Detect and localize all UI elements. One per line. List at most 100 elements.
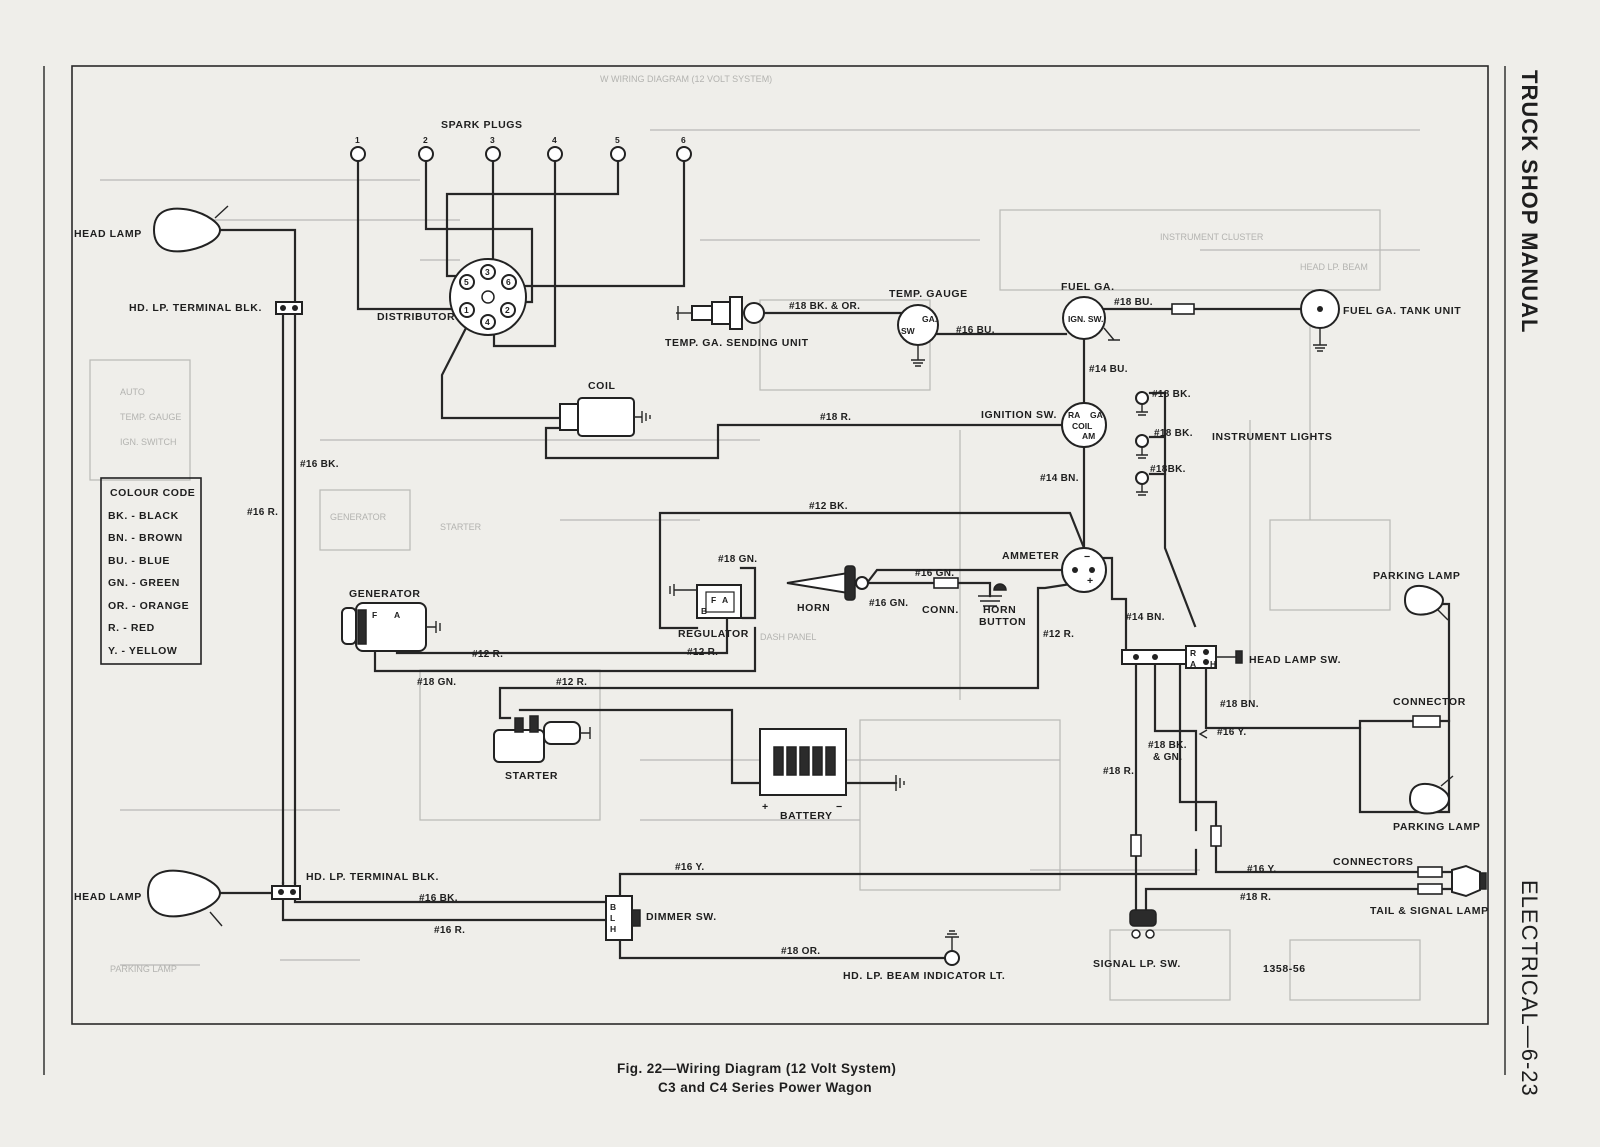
spark-plug-number: 2	[423, 135, 428, 145]
wire-label: #14 BN.	[1126, 612, 1165, 623]
head-lamp-label-top: HEAD LAMP	[74, 228, 142, 240]
beam-indicator-light: HD. LP. BEAM INDICATOR LT.	[843, 930, 1005, 982]
beam-indicator-label: HD. LP. BEAM INDICATOR LT.	[843, 970, 1005, 982]
running-head-manual-title: TRUCK SHOP MANUAL	[1517, 70, 1542, 333]
signal-lamp-switch: SIGNAL LP. SW.	[1093, 909, 1181, 970]
dimmer-sw-label: DIMMER SW.	[646, 911, 717, 923]
fuel-line-connector	[1171, 303, 1195, 315]
generator-f-terminal: F	[372, 610, 377, 620]
wire-label: #18 BK.	[1154, 428, 1193, 439]
spark-plugs: SPARK PLUGS 1 2 3 4 5 6	[350, 119, 692, 162]
spark-plug-number: 6	[681, 135, 686, 145]
distributor-terminal: 1	[464, 305, 469, 315]
hd-lp-terminal-blk-bottom: HD. LP. TERMINAL BLK.	[271, 871, 439, 900]
distributor-label: DISTRIBUTOR	[377, 311, 455, 323]
generator-label: GENERATOR	[349, 588, 421, 600]
fuel-gauge: IGN. SW. FUEL GA.	[1061, 281, 1195, 341]
wire-label: #16 BU.	[956, 325, 995, 336]
coil: COIL	[559, 380, 651, 437]
wire-label: #16 Y.	[1217, 727, 1246, 738]
ign-ra-terminal: RA	[1068, 410, 1080, 420]
svg-text:STARTER: STARTER	[440, 522, 482, 532]
parking-lamp-label-bottom: PARKING LAMP	[1393, 821, 1481, 833]
wire-label: #16 R.	[434, 925, 465, 936]
colour-code-title: COLOUR CODE	[110, 487, 195, 499]
spark-plug-number: 3	[490, 135, 495, 145]
svg-text:HEAD LP. BEAM: HEAD LP. BEAM	[1300, 262, 1368, 272]
colour-code-entry: OR. - ORANGE	[108, 600, 189, 612]
connectors-label: CONNECTORS	[1333, 856, 1413, 868]
wire-label: #12 R.	[687, 647, 718, 658]
colour-code-entry: BN. - BROWN	[108, 532, 183, 544]
parking-lamp-label-top: PARKING LAMP	[1373, 570, 1461, 582]
hd-lp-terminal-blk-top: HD. LP. TERMINAL BLK.	[129, 301, 303, 315]
running-head-section: ELECTRICAL—6-23	[1517, 880, 1542, 1097]
ignition-sw-label: IGNITION SW.	[981, 409, 1057, 421]
ignition-switch: RA GA COIL AM IGNITION SW.	[981, 402, 1107, 448]
temp-sending-unit-label: TEMP. GA. SENDING UNIT	[665, 337, 809, 349]
distributor-terminal: 3	[485, 267, 490, 277]
battery-label: BATTERY	[780, 810, 833, 822]
instrument-lights: INSTRUMENT LIGHTS	[1135, 391, 1332, 496]
ign-coil-terminal: COIL	[1072, 421, 1092, 431]
ign-am-terminal: AM	[1082, 431, 1095, 441]
wire-label: #18 BU.	[1114, 297, 1153, 308]
wire-label: #12 R.	[472, 649, 503, 660]
temp-ga-sending-unit: TEMP. GA. SENDING UNIT	[665, 296, 809, 349]
horn-button: HORN BUTTON	[978, 583, 1026, 628]
harness-arrow	[1198, 729, 1208, 739]
head-lamp-sw-r-terminal: R	[1190, 648, 1196, 658]
connector-single: CONNECTOR	[1393, 696, 1465, 728]
svg-text:DASH PANEL: DASH PANEL	[760, 632, 816, 642]
spark-plugs-label: SPARK PLUGS	[441, 119, 523, 131]
svg-text:IGN. SWITCH: IGN. SWITCH	[120, 437, 177, 447]
temp-gauge-label: TEMP. GAUGE	[889, 288, 968, 300]
wire-label: #12 R.	[1043, 629, 1074, 640]
colour-code-entry: BK. - BLACK	[108, 510, 179, 522]
battery-negative: −	[836, 801, 843, 813]
spark-plug-number: 1	[355, 135, 360, 145]
instrument-lights-label: INSTRUMENT LIGHTS	[1212, 431, 1332, 443]
svg-text:W WIRING DIAGRAM (12 VOLT SYST: W WIRING DIAGRAM (12 VOLT SYSTEM)	[600, 74, 772, 84]
head-lamp-top: HEAD LAMP	[74, 205, 229, 253]
wire-label: #12 R.	[556, 677, 587, 688]
wire-label: #18 BK.	[1152, 389, 1191, 400]
horn-button-label-2: BUTTON	[979, 616, 1026, 628]
svg-text:GENERATOR: GENERATOR	[330, 512, 387, 522]
regulator-label: REGULATOR	[678, 628, 749, 640]
wire-label: #18 R.	[1240, 892, 1271, 903]
wiring-harness	[216, 158, 1454, 960]
wire-label: #16 R.	[247, 507, 278, 518]
horn: HORN	[786, 565, 869, 614]
wire-label: #16 Y.	[1247, 864, 1276, 875]
wire-label: #16 Y.	[675, 862, 704, 873]
ammeter-label: AMMETER	[1002, 550, 1059, 562]
wire-label: & GN.	[1153, 752, 1182, 763]
diagram-frame	[71, 65, 1489, 1025]
starter: STARTER	[493, 715, 591, 782]
svg-text:INSTRUMENT CLUSTER: INSTRUMENT CLUSTER	[1160, 232, 1264, 242]
parking-lamp-bottom: PARKING LAMP	[1393, 775, 1481, 833]
wire-label: #16 BK.	[419, 893, 458, 904]
head-lamp-sw-a-terminal: A	[1190, 659, 1196, 669]
ammeter: − + AMMETER	[1002, 547, 1107, 593]
wire-label: #18BK.	[1150, 464, 1186, 475]
generator-a-terminal: A	[394, 610, 400, 620]
distributor-terminal: 2	[505, 305, 510, 315]
wire-label: #14 BN.	[1040, 473, 1079, 484]
signal-lp-sw-label: SIGNAL LP. SW.	[1093, 958, 1181, 970]
horn-button-label-1: HORN	[983, 604, 1016, 616]
distributor-terminal: 4	[485, 317, 490, 327]
wire-label: #12 BK.	[809, 501, 848, 512]
hd-lp-terminal-blk-label-bottom: HD. LP. TERMINAL BLK.	[306, 871, 439, 883]
regulator-b-terminal: B	[701, 606, 707, 616]
wire-label: #14 BU.	[1089, 364, 1128, 375]
horn-label: HORN	[797, 602, 830, 614]
colour-code-legend: COLOUR CODE BK. - BLACK BN. - BROWN BU. …	[100, 477, 202, 665]
svg-text:PARKING LAMP: PARKING LAMP	[110, 964, 177, 974]
wire-label: #18 OR.	[781, 946, 820, 957]
battery: + − BATTERY	[759, 728, 905, 822]
wire-label: #18 BN.	[1220, 699, 1259, 710]
wire-label: #16 BK.	[300, 459, 339, 470]
